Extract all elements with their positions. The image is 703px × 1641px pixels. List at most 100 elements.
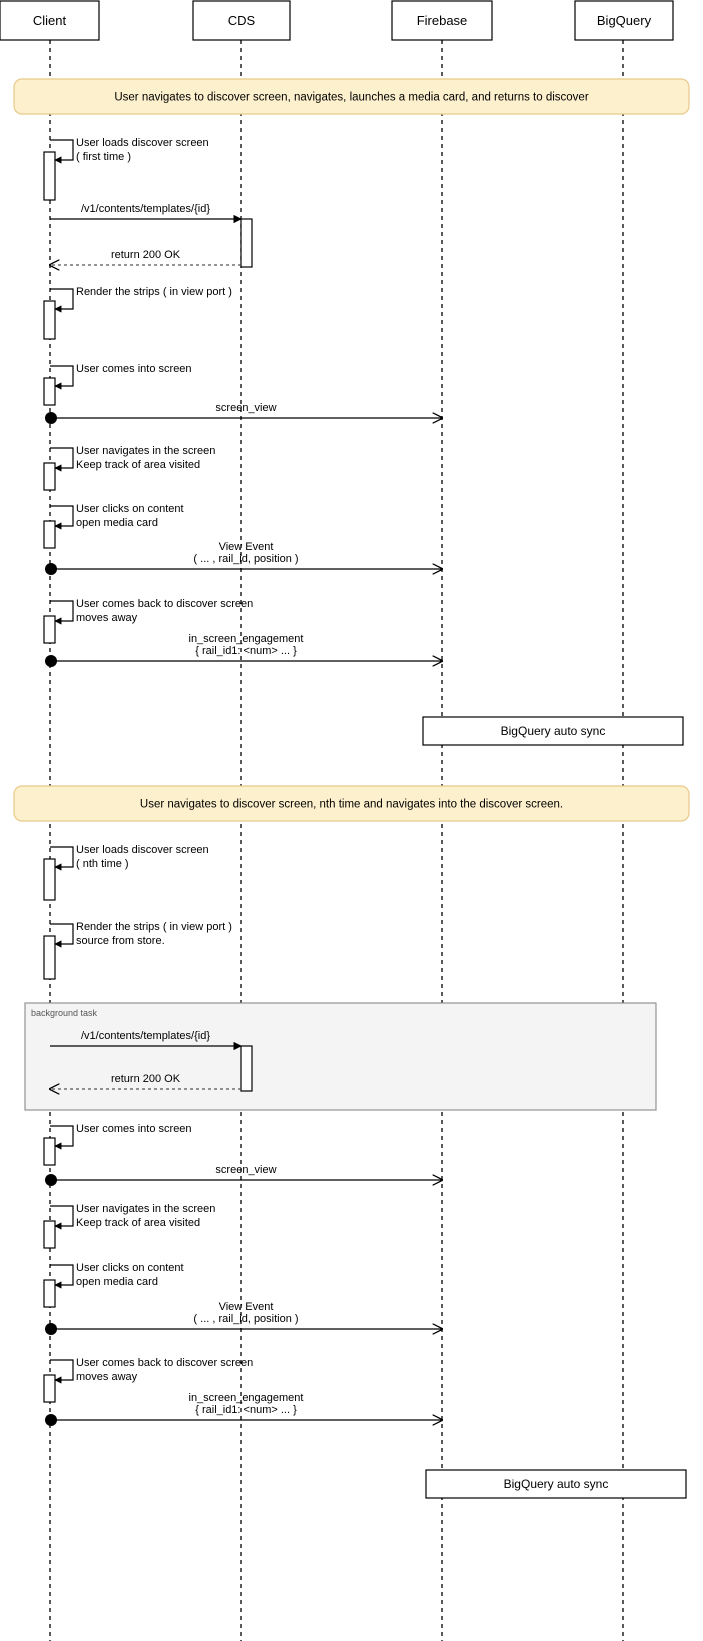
- self-message-loop-sm-5: [50, 505, 74, 530]
- self-message-loop-sm-1: [50, 139, 74, 164]
- self-message-note-sm-9-0: User comes into screen: [76, 1123, 192, 1135]
- message-m-1: /v1/contents/templates/{id}: [50, 203, 242, 224]
- self-message-sm-8: Render the strips ( in view port )source…: [43, 921, 232, 980]
- participant-headers-layer: Client CDS Firebase BigQuery: [0, 0, 674, 41]
- message-label-m-4-1: ( ... , rail_id, position ): [193, 553, 298, 565]
- self-message-note-sm-6-0: User comes back to discover screen: [76, 598, 253, 610]
- message-m-5: in_screen_engagement{ rail_id1: <num> ..…: [45, 633, 442, 667]
- self-messages-layer: User loads discover screen ( first time )…: [43, 137, 253, 1403]
- self-message-note-sm-8-1: source from store.: [76, 935, 165, 947]
- banner-box-banner-1: [13, 78, 690, 115]
- participant-box-firebase[interactable]: [391, 0, 493, 41]
- message-label-m-8-0: screen_view: [215, 1164, 276, 1176]
- participant-client[interactable]: Client: [0, 0, 100, 41]
- participant-label-cds: CDS: [228, 13, 256, 28]
- message-m-7: return 200 OK: [50, 1073, 241, 1089]
- self-message-sm-7: User loads discover screen( nth time ): [43, 844, 209, 901]
- participant-cds[interactable]: CDS: [192, 0, 291, 41]
- message-label-m-5-1: { rail_id1: <num> ... }: [195, 645, 297, 657]
- self-message-loop-sm-3: [50, 365, 74, 390]
- self-message-loop-sm-6: [50, 600, 74, 625]
- message-label-m-9-0: View Event: [219, 1301, 274, 1313]
- activation-bar-act-cds-2: [240, 1045, 253, 1092]
- activation-bar-sm-3: [43, 377, 56, 406]
- fragments-layer: background task: [24, 1002, 657, 1111]
- self-message-note-sm-1-0: User loads discover screen: [76, 137, 209, 149]
- self-message-sm-6: User comes back to discover screen moves …: [43, 598, 253, 644]
- message-m-10: in_screen_engagement{ rail_id1: <num> ..…: [45, 1392, 442, 1426]
- self-message-note-sm-7-1: ( nth time ): [76, 858, 129, 870]
- lifelines-layer: [49, 40, 624, 1641]
- activation-bar-act-cds-1: [240, 218, 253, 268]
- self-message-sm-3: User comes into screen: [43, 363, 192, 406]
- banners-layer: User navigates to discover screen, navig…: [13, 78, 690, 822]
- activation-bar-sm-11: [43, 1279, 56, 1308]
- self-message-sm-2: Render the strips ( in view port ): [43, 286, 232, 340]
- banner-text-banner-1: User navigates to discover screen, navig…: [114, 92, 588, 104]
- self-message-note-sm-6-1: moves away: [76, 612, 138, 624]
- participant-box-bigquery[interactable]: [574, 0, 674, 41]
- participant-firebase[interactable]: Firebase: [391, 0, 493, 41]
- sync-box-label-sync-1: BigQuery auto sync: [501, 724, 606, 738]
- self-message-note-sm-12-0: User comes back to discover screen: [76, 1357, 253, 1369]
- self-message-note-sm-10-1: Keep track of area visited: [76, 1217, 200, 1229]
- message-origin-dot-m-8: [45, 1174, 57, 1186]
- banner-banner-2: User navigates to discover screen, nth t…: [13, 785, 690, 822]
- activation-bar-sm-1: [43, 151, 56, 201]
- participant-bigquery[interactable]: BigQuery: [574, 0, 674, 41]
- activation-bar-sm-8: [43, 935, 56, 980]
- self-message-note-sm-5-1: open media card: [76, 517, 158, 529]
- self-message-note-sm-11-1: open media card: [76, 1276, 158, 1288]
- self-message-loop-sm-9: [50, 1125, 74, 1150]
- participant-label-bigquery: BigQuery: [597, 13, 652, 28]
- self-message-note-sm-4-1: Keep track of area visited: [76, 459, 200, 471]
- message-label-m-1-0: /v1/contents/templates/{id}: [81, 203, 210, 215]
- message-m-2: return 200 OK: [50, 249, 241, 265]
- self-message-note-sm-12-1: moves away: [76, 1371, 138, 1383]
- activation-bar-sm-4: [43, 462, 56, 491]
- fragment-label-background-task: background task: [31, 1008, 98, 1018]
- sync-box-sync-1: BigQuery auto sync: [422, 716, 684, 746]
- message-label-m-3-0: screen_view: [215, 402, 276, 414]
- fragment-box-background-task: [24, 1002, 657, 1111]
- message-m-8: screen_view: [45, 1164, 442, 1186]
- sync-box-rect-sync-1: [422, 716, 684, 746]
- activation-bar-sm-2: [43, 300, 56, 340]
- activation-bar-sm-5: [43, 520, 56, 549]
- banner-text-banner-2: User navigates to discover screen, nth t…: [140, 799, 563, 811]
- activation-bar-sm-10: [43, 1220, 56, 1249]
- activation-bar-sm-7: [43, 858, 56, 901]
- self-message-note-sm-1-1: ( first time ): [76, 151, 131, 163]
- participant-box-client[interactable]: [0, 0, 100, 41]
- self-message-note-sm-4-0: User navigates in the screen: [76, 445, 215, 457]
- self-message-loop-sm-8: [50, 923, 74, 948]
- banner-box-banner-2: [13, 785, 690, 822]
- message-m-9: View Event( ... , rail_id, position ): [45, 1301, 442, 1335]
- messages-layer: /v1/contents/templates/{id} return 200 OK…: [45, 203, 442, 1426]
- sync-box-sync-2: BigQuery auto sync: [425, 1469, 687, 1499]
- message-m-4: View Event( ... , rail_id, position ): [45, 541, 442, 575]
- self-message-sm-9: User comes into screen: [43, 1123, 192, 1166]
- banner-banner-1: User navigates to discover screen, navig…: [13, 78, 690, 115]
- message-origin-dot-m-10: [45, 1414, 57, 1426]
- activation-bar-sm-9: [43, 1137, 56, 1166]
- message-label-m-6-0: /v1/contents/templates/{id}: [81, 1030, 210, 1042]
- self-message-sm-1: User loads discover screen ( first time ): [43, 137, 209, 201]
- self-message-loop-sm-11: [50, 1264, 74, 1289]
- self-message-loop-sm-7: [50, 846, 74, 871]
- self-message-note-sm-11-0: User clicks on content: [76, 1262, 184, 1274]
- fragment-background-task: background task: [24, 1002, 657, 1111]
- self-message-sm-12: User comes back to discover screen moves …: [43, 1357, 253, 1403]
- message-label-m-4-0: View Event: [219, 541, 274, 553]
- self-message-note-sm-2-0: Render the strips ( in view port ): [76, 286, 232, 298]
- message-label-m-2-0: return 200 OK: [111, 249, 181, 261]
- message-label-m-10-1: { rail_id1: <num> ... }: [195, 1404, 297, 1416]
- self-message-sm-11: User clicks on content open media card: [43, 1262, 184, 1308]
- message-origin-dot-m-4: [45, 563, 57, 575]
- participant-box-cds[interactable]: [192, 0, 291, 41]
